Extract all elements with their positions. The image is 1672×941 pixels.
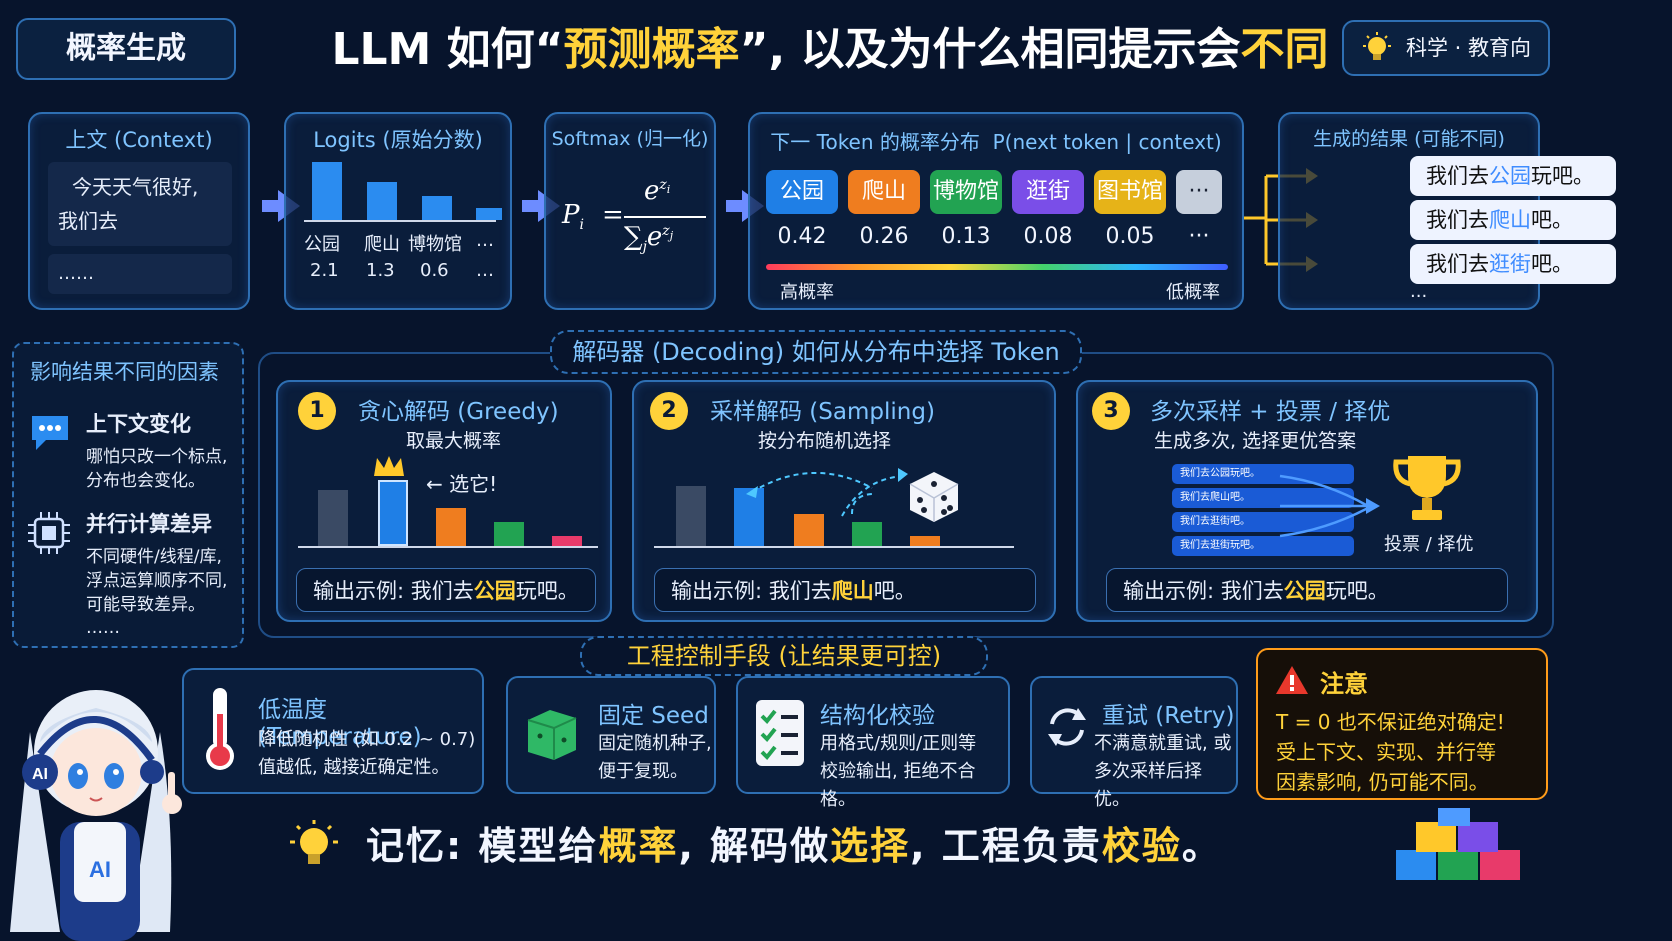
- crown-icon: [374, 456, 404, 476]
- token-probability: ···: [1188, 224, 1210, 249]
- token-probability: 0.08: [1023, 224, 1073, 249]
- chat-bubble-icon: [32, 416, 68, 450]
- validation-card: 结构化校验 用格式/规则/正则等 校验输出, 拒绝不合格。: [736, 676, 1010, 810]
- trophy-icon: [1393, 456, 1461, 520]
- multi-sub: 生成多次, 选择更优答案: [1154, 430, 1357, 452]
- header-left-label: 概率生成: [66, 31, 186, 66]
- mini-sample: 我们去爬山吧。: [1172, 488, 1354, 508]
- lightbulb-icon: [1363, 32, 1391, 60]
- seed-card: 固定 Seed 固定随机种子, 便于复现。: [506, 676, 716, 794]
- token-chip: 爬山: [848, 170, 920, 214]
- header-left-badge: 概率生成: [16, 18, 236, 80]
- sampling-panel: 2 采样解码 (Sampling) 按分布随机选择 输出示例: 我们去爬山吧。: [632, 380, 1056, 622]
- greedy-title: 贪心解码 (Greedy): [358, 399, 559, 425]
- logits-chart: [304, 160, 502, 222]
- logit-bar-2: [367, 182, 397, 220]
- sampling-title: 采样解码 (Sampling): [710, 399, 935, 425]
- sampling-arrows-icon: [746, 468, 908, 517]
- svg-text:AI: AI: [32, 766, 48, 783]
- decoding-banner: 解码器 (Decoding) 如何从分布中选择 Token: [550, 330, 1082, 374]
- greedy-chart: [298, 466, 598, 548]
- greedy-sub: 取最大概率: [406, 430, 502, 452]
- note-card: 注意 T = 0 也不保证绝对确定! 受上下文、实现、并行等 因素影响, 仍可能…: [1256, 648, 1548, 800]
- softmax-title: Softmax (归一化): [551, 128, 709, 150]
- context-title: 上文 (Context): [65, 128, 213, 152]
- context-panel: 上文 (Context) 今天天气很好,我们去 ……: [28, 112, 250, 310]
- result-item: 我们去爬山吧。: [1410, 200, 1616, 240]
- token-chip: 公园: [766, 170, 838, 214]
- result-item: 我们去公园玩吧。: [1410, 156, 1616, 196]
- context-dots-box: ……: [48, 254, 232, 294]
- refresh-icon: [1048, 708, 1086, 746]
- step-number: 3: [1092, 392, 1130, 430]
- probability-gradient: [766, 264, 1228, 270]
- multi-output: 输出示例: 我们去公园玩吧。: [1106, 568, 1508, 612]
- step-number: 2: [650, 392, 688, 430]
- sampling-sub: 按分布随机选择: [758, 430, 892, 452]
- high-prob-label: 高概率: [780, 282, 834, 303]
- token-chip: 逛街: [1012, 170, 1084, 214]
- temperature-title: 低温度 (Temperature): [258, 697, 422, 750]
- sampling-chart: [654, 466, 1014, 548]
- retry-card: 重试 (Retry) 不满意就重试, 或 多次采样后择优。: [1030, 676, 1238, 810]
- warning-icon: [1276, 666, 1308, 694]
- note-title: 注意: [1320, 670, 1368, 698]
- context-text-box: 今天天气很好,我们去: [48, 162, 232, 246]
- result-item: 我们去逛街吧。: [1410, 244, 1616, 284]
- thermometer-icon: [206, 688, 234, 770]
- step-number: 1: [298, 392, 336, 430]
- distribution-title: 下一 Token 的概率分布 P(next token | context): [770, 130, 1222, 154]
- blocks-icon: [1396, 808, 1520, 880]
- multi-title: 多次采样 + 投票 / 择优: [1150, 399, 1391, 425]
- token-probability: 0.05: [1105, 224, 1155, 249]
- mini-sample: 我们去逛街玩吧。: [1172, 536, 1354, 556]
- green-dice-icon: [527, 710, 577, 760]
- softmax-formula: Pi = ezi ∑jezj: [562, 176, 712, 278]
- token-chip: ···: [1176, 170, 1222, 214]
- temperature-card: 低温度 (Temperature) 降低随机性 (如 0.2 ~ 0.7) 值越…: [182, 668, 484, 794]
- factors-title: 影响结果不同的因素: [30, 360, 219, 384]
- controls-banner: 工程控制手段 (让结果更可控): [580, 636, 988, 676]
- sampling-output: 输出示例: 我们去爬山吧。: [654, 568, 1036, 612]
- pick-it-label: ← 选它!: [426, 472, 498, 496]
- mini-sample: 我们去逛街吧。: [1172, 512, 1354, 532]
- chip-icon: [28, 512, 70, 554]
- page-title: LLM 如何“预测概率”, 以及为什么相同提示会不同: [331, 24, 1329, 75]
- token-chip: 博物馆: [930, 170, 1002, 214]
- dice-icon: [909, 472, 959, 522]
- factor-parallel-title: 并行计算差异: [86, 512, 212, 536]
- checklist-icon: [756, 700, 804, 766]
- token-probability: 0.42: [777, 224, 827, 249]
- results-dots: ···: [1410, 286, 1428, 307]
- retry-title: 重试 (Retry): [1102, 703, 1235, 729]
- lightbulb-icon: [290, 820, 338, 864]
- token-probability: 0.13: [941, 224, 991, 249]
- results-title: 生成的结果 (可能不同): [1313, 128, 1505, 150]
- ai-mascot-illustration: AI AI: [10, 690, 182, 941]
- logits-title: Logits (原始分数): [313, 128, 483, 152]
- factors-panel: 影响结果不同的因素 上下文变化 哪怕只改一个标点, 分布也会变化。 并行计算差异…: [12, 342, 244, 648]
- header-badge: 科学 · 教育向: [1342, 20, 1550, 76]
- svg-text:AI: AI: [89, 857, 111, 882]
- logit-bar-3: [422, 196, 452, 220]
- distribution-panel: 下一 Token 的概率分布 P(next token | context) 公…: [748, 112, 1244, 310]
- seed-title: 固定 Seed: [598, 703, 709, 729]
- converge-arrows-icon: [1279, 474, 1380, 538]
- token-chip: 图书馆: [1094, 170, 1166, 214]
- factor-context-title: 上下文变化: [86, 412, 191, 436]
- mini-sample: 我们去公园玩吧。: [1172, 464, 1354, 484]
- logit-bar-4: [476, 208, 502, 220]
- vote-label: 投票 / 择优: [1384, 534, 1474, 555]
- logit-bar-1: [312, 162, 342, 220]
- greedy-panel: 1 贪心解码 (Greedy) 取最大概率 ← 选它! 输出示例: 我们去公园玩…: [276, 380, 612, 622]
- footer-memory: 记忆: 模型给概率, 解码做选择, 工程负责校验。: [366, 824, 1222, 868]
- token-chips: 公园 0.42 爬山 0.26 博物馆 0.13 逛街 0.08 图书馆 0.05 ··· ···: [750, 114, 1246, 312]
- token-probability: 0.26: [859, 224, 909, 249]
- low-prob-label: 低概率: [1166, 282, 1220, 303]
- validation-title: 结构化校验: [820, 703, 935, 729]
- greedy-output: 输出示例: 我们去公园玩吧。: [296, 568, 596, 612]
- softmax-panel: Softmax (归一化) Pi = ezi ∑jezj: [544, 112, 716, 310]
